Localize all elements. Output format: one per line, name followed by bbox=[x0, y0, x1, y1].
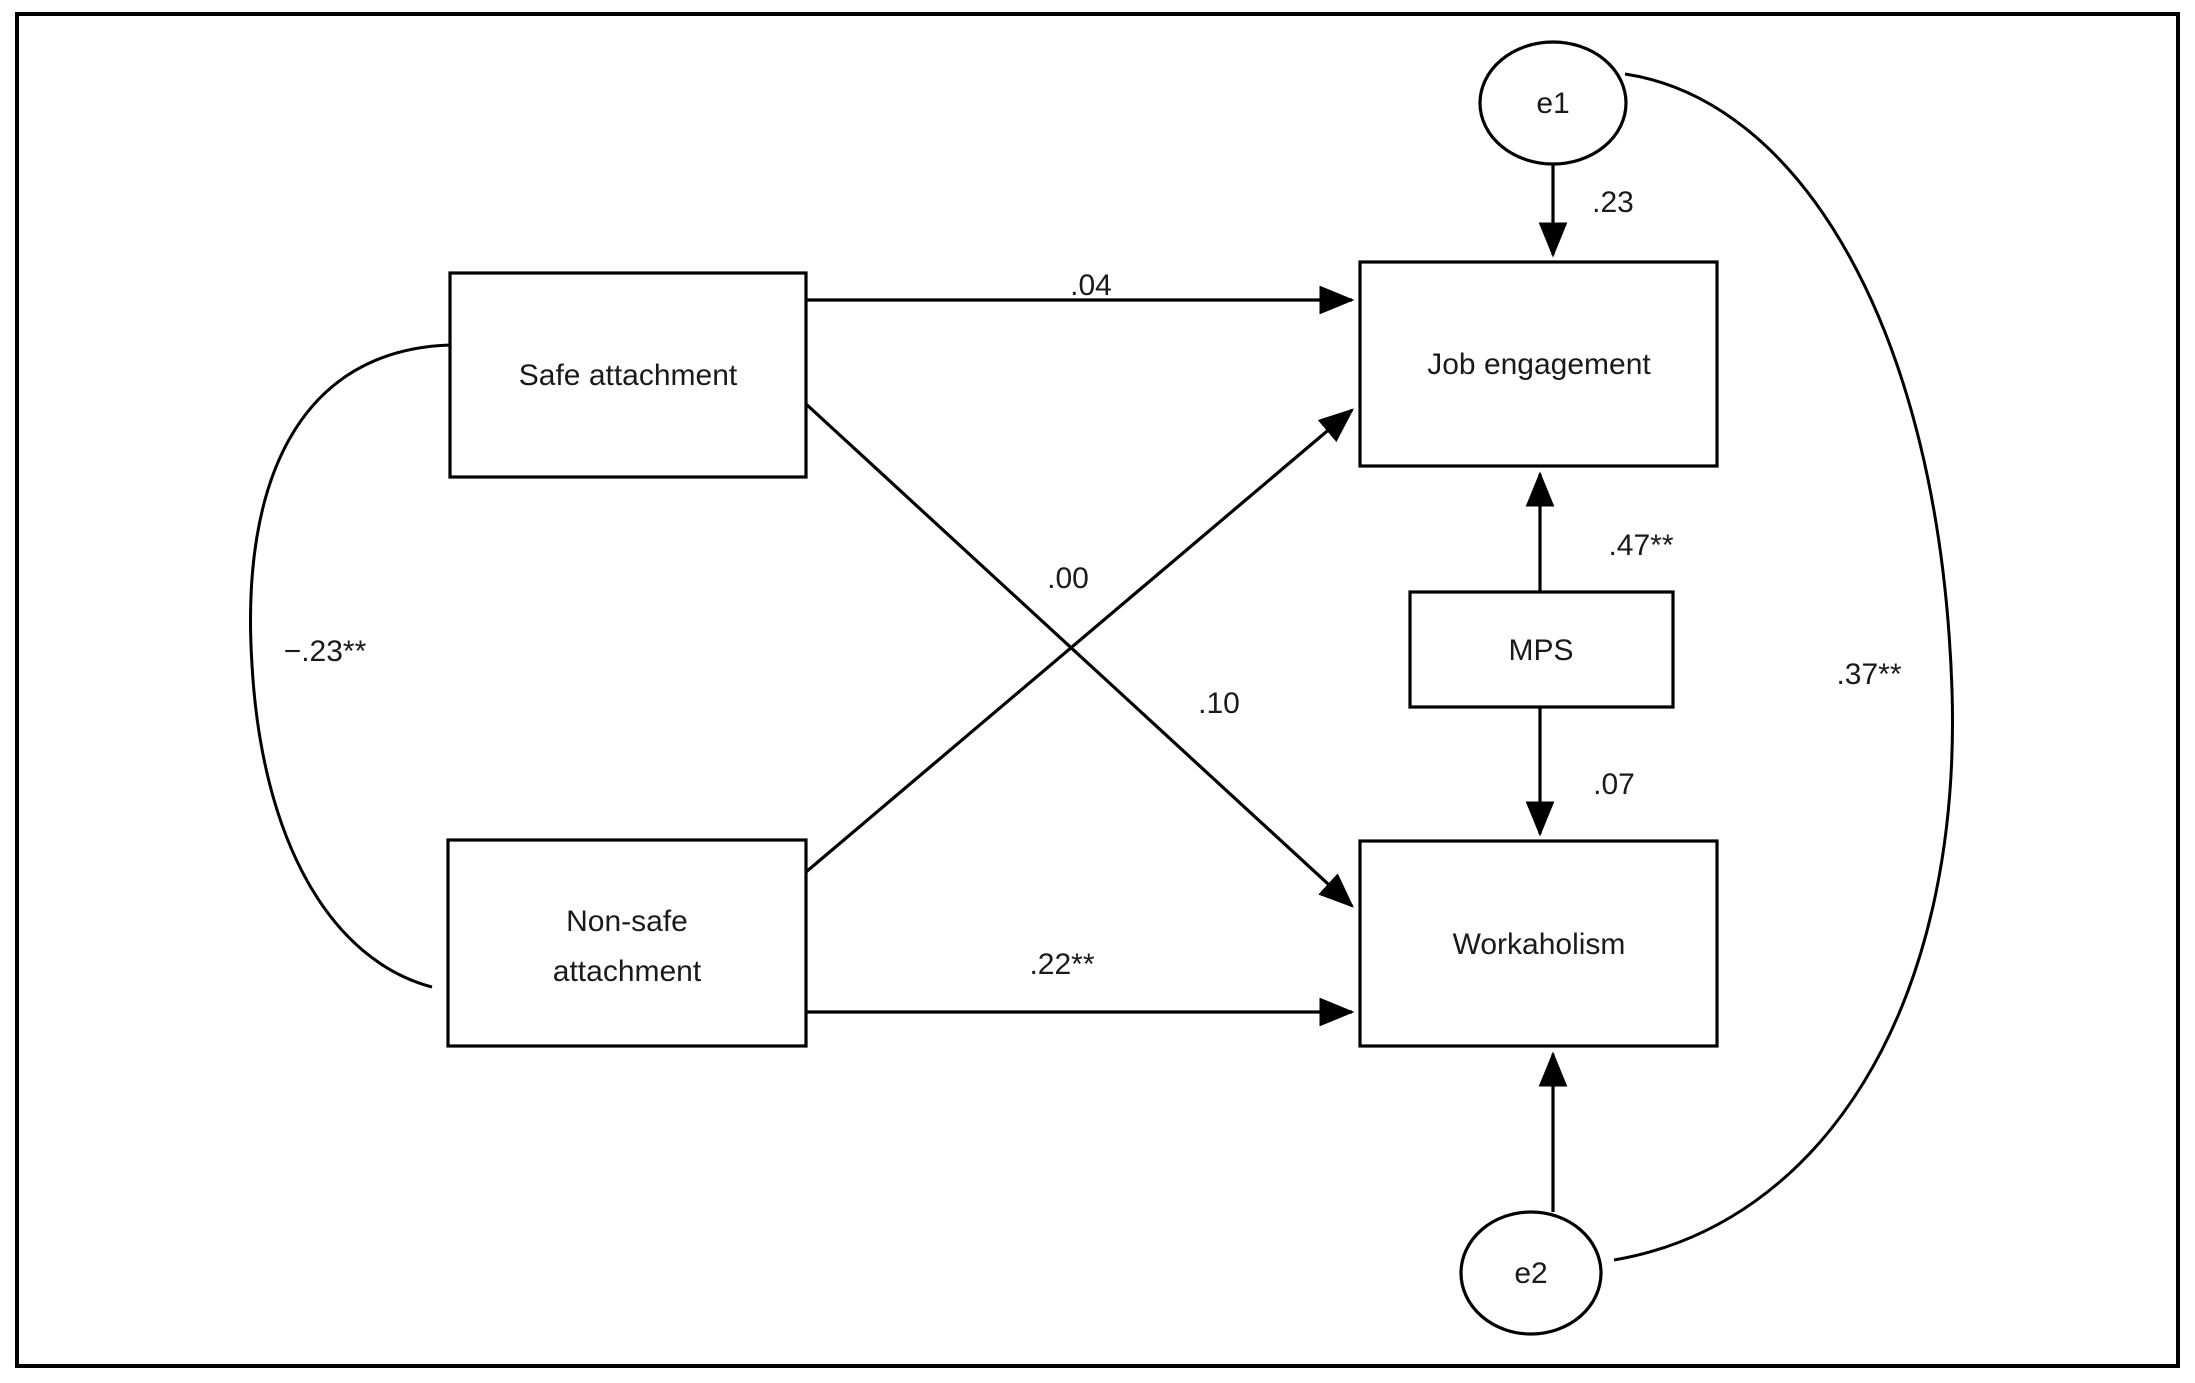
path-nonsafe-to-engagement bbox=[804, 408, 1354, 874]
path-safe-to-workaholism bbox=[804, 402, 1354, 908]
safe-attachment-box[interactable] bbox=[448, 271, 808, 479]
mps-box[interactable] bbox=[1408, 590, 1675, 709]
nonsafe-attachment-label-line1: Non-safe bbox=[566, 905, 688, 938]
coef-e1-to-engagement: .23 bbox=[1592, 186, 1634, 219]
job-engagement-label: Job engagement bbox=[1427, 348, 1651, 381]
coef-nonsafe-to-engagement: .10 bbox=[1198, 687, 1240, 720]
coef-safe-to-workaholism: .00 bbox=[1047, 562, 1089, 595]
nonsafe-attachment-box[interactable] bbox=[446, 838, 808, 1048]
nonsafe-attachment-label-line2: attachment bbox=[553, 955, 702, 988]
curve-e1-e2-covariance bbox=[1613, 72, 1954, 1262]
coef-e1-e2-covariance: .37** bbox=[1836, 658, 1901, 691]
node-workaholism[interactable]: Workaholism bbox=[1358, 839, 1719, 1048]
figure-border bbox=[15, 12, 2180, 1368]
node-e1[interactable]: e1 bbox=[1478, 40, 1628, 166]
e1-label: e1 bbox=[1536, 87, 1569, 120]
node-e2[interactable]: e2 bbox=[1459, 1210, 1603, 1336]
job-engagement-box[interactable] bbox=[1358, 260, 1719, 468]
node-safe-attachment[interactable]: Safe attachment bbox=[448, 271, 808, 479]
node-nonsafe-attachment[interactable]: Non-safe attachment bbox=[446, 838, 808, 1048]
node-mps[interactable]: MPS bbox=[1408, 590, 1675, 709]
coef-mps-to-workaholism: .07 bbox=[1593, 768, 1635, 801]
e2-label: e2 bbox=[1514, 1257, 1547, 1290]
e2-ellipse[interactable] bbox=[1459, 1210, 1603, 1336]
curve-safe-nonsafe-covariance bbox=[249, 343, 451, 989]
node-job-engagement[interactable]: Job engagement bbox=[1358, 260, 1719, 468]
coef-nonsafe-to-workaholism: .22** bbox=[1029, 948, 1094, 981]
e1-ellipse[interactable] bbox=[1478, 40, 1628, 166]
mps-label: MPS bbox=[1508, 634, 1573, 667]
coef-safe-to-engagement: .04 bbox=[1070, 269, 1112, 302]
workaholism-label: Workaholism bbox=[1453, 928, 1626, 961]
coef-safe-nonsafe-covariance: −.23** bbox=[284, 635, 367, 668]
workaholism-box[interactable] bbox=[1358, 839, 1719, 1048]
coef-mps-to-engagement: .47** bbox=[1608, 529, 1673, 562]
safe-attachment-label: Safe attachment bbox=[519, 359, 738, 392]
